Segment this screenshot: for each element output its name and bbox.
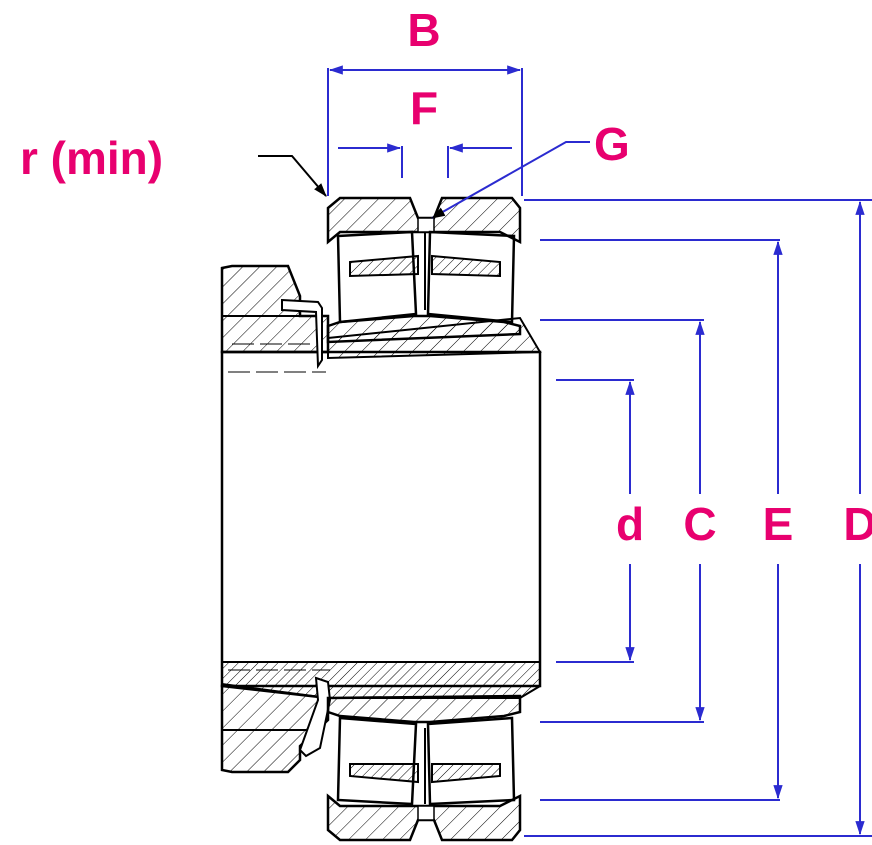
roller-upper-right xyxy=(426,230,516,324)
lockwasher-upper xyxy=(281,298,323,370)
roller-lower-left xyxy=(336,716,418,806)
label-r-min: r (min) xyxy=(20,132,163,184)
lube-hole-lower xyxy=(417,805,435,821)
dimension-lines xyxy=(258,65,872,837)
label-B: B xyxy=(407,4,440,56)
lube-hole-upper xyxy=(417,217,435,233)
cage-lower xyxy=(349,763,419,784)
label-G: G xyxy=(594,118,630,170)
cage-lower-right xyxy=(431,763,501,784)
label-D: D xyxy=(843,498,872,550)
cage-upper-right xyxy=(431,254,501,278)
label-F: F xyxy=(410,82,438,134)
sleeve-bore xyxy=(220,350,542,688)
roller-lower-right xyxy=(426,716,516,806)
bearing-drawing xyxy=(220,196,542,842)
label-C: C xyxy=(683,498,716,550)
dim-r-leader xyxy=(258,155,327,197)
roller-upper-left xyxy=(336,230,418,324)
label-E: E xyxy=(763,498,794,550)
cage-upper xyxy=(349,254,419,278)
inner-ring-lower xyxy=(326,694,522,724)
lockwasher-lower xyxy=(298,676,332,758)
dim-G-leader xyxy=(430,141,590,219)
label-d: d xyxy=(616,498,644,550)
dimension-labels: B F G r (min) d C E D xyxy=(20,4,872,550)
